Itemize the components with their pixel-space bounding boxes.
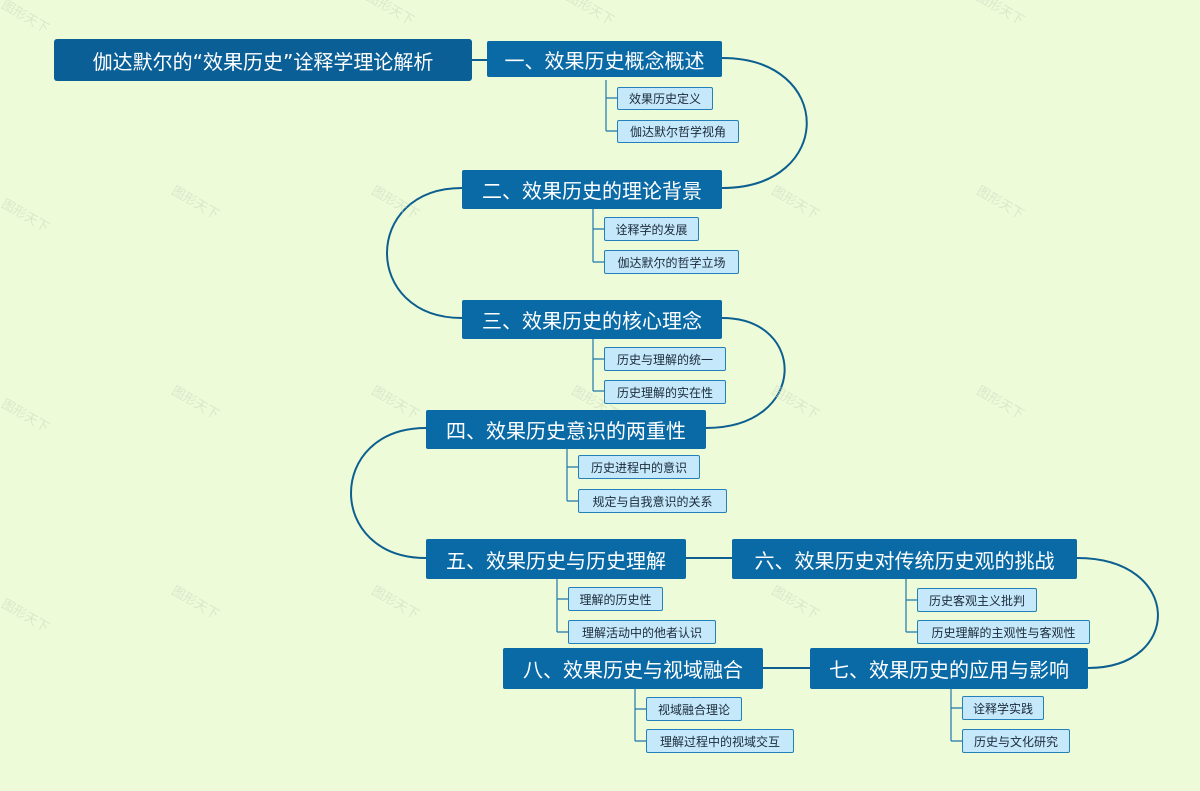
branch-s1	[605, 80, 617, 132]
link-s4-s5	[350, 427, 427, 559]
link-s2-s3	[386, 187, 463, 319]
section-8-item-1[interactable]: 视域融合理论	[646, 697, 742, 721]
section-1-node[interactable]: 一、效果历史概念概述	[487, 41, 722, 77]
section-4-item-1[interactable]: 历史进程中的意识	[578, 455, 700, 479]
branch-s4	[566, 449, 578, 502]
branch-s8	[634, 689, 646, 742]
branch-s5	[556, 579, 568, 633]
branch-s3	[592, 339, 604, 392]
section-3-item-1[interactable]: 历史与理解的统一	[604, 347, 726, 371]
section-1-item-1[interactable]: 效果历史定义	[617, 87, 713, 110]
section-4-item-2[interactable]: 规定与自我意识的关系	[578, 489, 727, 513]
section-3-item-2[interactable]: 历史理解的实在性	[604, 380, 726, 404]
section-7-item-1[interactable]: 诠释学实践	[962, 696, 1044, 720]
link-s1-s2	[721, 57, 808, 189]
section-6-item-1[interactable]: 历史客观主义批判	[917, 588, 1037, 612]
section-7-node[interactable]: 七、效果历史的应用与影响	[810, 648, 1088, 689]
section-2-node[interactable]: 二、效果历史的理论背景	[462, 170, 722, 209]
section-8-node[interactable]: 八、效果历史与视域融合	[503, 648, 763, 689]
section-6-item-2[interactable]: 历史理解的主观性与客观性	[917, 620, 1090, 644]
section-3-node[interactable]: 三、效果历史的核心理念	[462, 300, 722, 339]
link-s3-s4	[705, 317, 786, 429]
section-6-node[interactable]: 六、效果历史对传统历史观的挑战	[732, 539, 1077, 579]
section-1-item-2[interactable]: 伽达默尔哲学视角	[617, 120, 739, 143]
section-8-item-2[interactable]: 理解过程中的视域交互	[646, 729, 794, 753]
section-4-node[interactable]: 四、效果历史意识的两重性	[426, 410, 706, 449]
root-node[interactable]: 伽达默尔的“效果历史”诠释学理论解析	[54, 39, 472, 81]
section-5-node[interactable]: 五、效果历史与历史理解	[426, 539, 686, 579]
branch-s7	[950, 689, 962, 742]
link-s6-s7	[1076, 557, 1159, 669]
section-5-item-2[interactable]: 理解活动中的他者认识	[568, 620, 716, 644]
branch-s6	[905, 579, 917, 633]
section-5-item-1[interactable]: 理解的历史性	[568, 587, 663, 611]
branch-s2	[592, 209, 604, 263]
section-2-item-2[interactable]: 伽达默尔的哲学立场	[604, 250, 739, 274]
section-2-item-1[interactable]: 诠释学的发展	[604, 217, 699, 241]
section-7-item-2[interactable]: 历史与文化研究	[962, 729, 1070, 753]
